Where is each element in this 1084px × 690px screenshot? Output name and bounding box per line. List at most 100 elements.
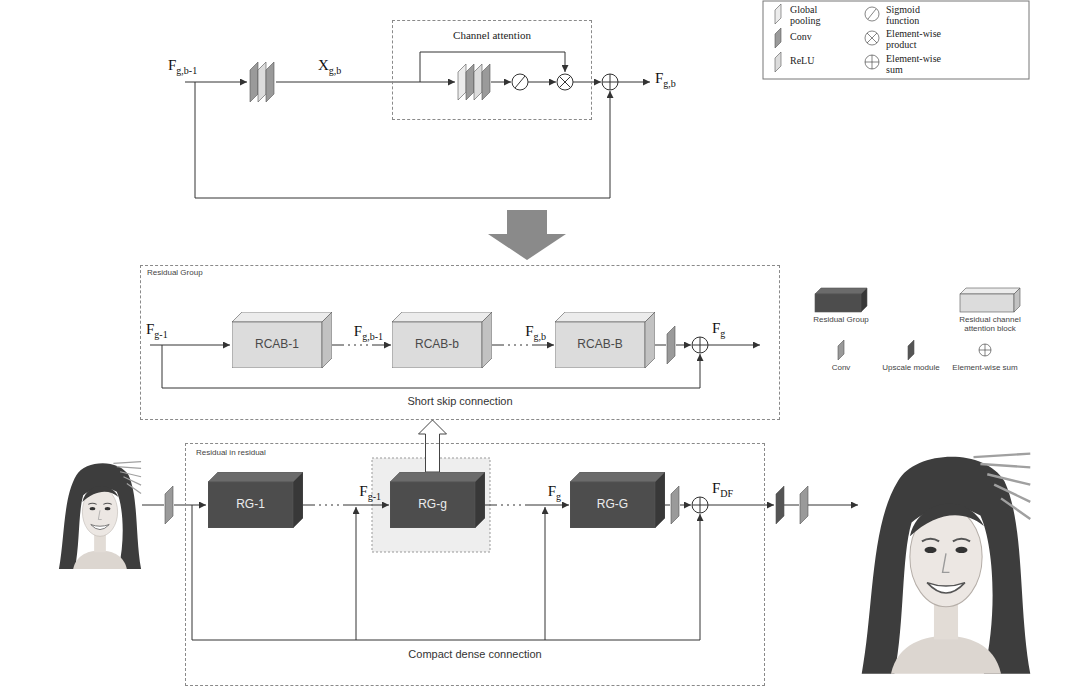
signal-wire [420, 52, 565, 82]
legend-frame [763, 1, 1029, 79]
feature-connector [303, 505, 389, 506]
block-label: RG-g [418, 498, 447, 511]
text-slot: Channel attention [393, 29, 591, 41]
signal-label: FDF [712, 481, 733, 499]
text-slot: Residual in residual [196, 449, 376, 458]
layer-plate [266, 62, 274, 102]
legend-text: Residual channel attention block [952, 316, 1028, 334]
block-label: RCAB-B [577, 338, 622, 351]
operator-symbol [512, 74, 708, 513]
layer-plate [458, 64, 466, 100]
signal-label: Fg-1 [359, 484, 381, 502]
cube-shape [475, 472, 485, 528]
symbol-subscript: g-1 [368, 491, 381, 502]
legend-slot: Element-wise sum [886, 53, 956, 75]
cube-shape [390, 482, 475, 528]
legend-slot: Conv [821, 364, 861, 373]
label-slot: FDF [712, 481, 733, 499]
signal-wire [142, 52, 858, 640]
symbol-letter: F [354, 323, 362, 339]
face-illustration [58, 460, 142, 569]
rg-highlight [372, 458, 490, 552]
legend-swatch [865, 55, 879, 69]
signal-wire [573, 82, 601, 83]
signal-wire [195, 82, 610, 198]
symbol-subscript: g,b [534, 331, 547, 342]
legend-text: Sigmoid function [886, 4, 946, 26]
group-region: Residual GroupShort skip connectionRCAB-… [140, 265, 780, 420]
legend-swatch [979, 344, 991, 356]
signal-wire [142, 505, 164, 506]
cube-shape [322, 312, 332, 368]
signal-label: Fg [712, 321, 725, 339]
symbol-subscript: g,b [663, 78, 676, 89]
legend-text: Conv [821, 364, 861, 373]
legend-swatch [960, 294, 1014, 312]
cube-shape [392, 322, 482, 368]
legend-text: Residual Group [806, 316, 876, 325]
cube-shape [645, 312, 655, 368]
cube-shape [555, 322, 645, 368]
legend-swatch [775, 52, 781, 72]
signal-label: Fg,b-1 [168, 58, 197, 76]
signal-wire [676, 345, 691, 346]
cube-shape [555, 312, 655, 322]
operator-symbol [692, 497, 708, 513]
region-title: Compact dense connection [186, 648, 764, 660]
legend-slot: Residual Group [806, 316, 876, 325]
legend-swatch [815, 294, 861, 312]
legend-swatch [867, 33, 877, 43]
symbol-letter: F [548, 483, 556, 499]
symbol-letter: F [146, 321, 154, 337]
legend-slot: Residual channel attention block [952, 316, 1028, 334]
legend-slot: ReLU [790, 55, 850, 66]
operator-symbol [512, 74, 528, 90]
symbol-letter: F [168, 57, 176, 73]
symbol-subscript: g-1 [154, 329, 167, 340]
signal-wire [665, 505, 670, 506]
symbol-subscript: g [720, 328, 725, 339]
symbol-letter: F [359, 483, 367, 499]
group-cube: RG-g [390, 472, 485, 528]
legend-slot: Upscale module [881, 364, 941, 373]
operator-symbol [602, 74, 618, 90]
block-cube: RCAB-b [392, 312, 492, 368]
legend-swatch [815, 288, 867, 294]
text-slot: RG-1 [208, 482, 293, 528]
legend-swatch [865, 55, 879, 69]
operator-symbol [559, 76, 570, 87]
legend-slot: Element-wise product [886, 28, 966, 50]
text-slot: RCAB-B [555, 322, 645, 368]
group-cube: RG-G [570, 472, 665, 528]
cube-shape [570, 472, 665, 482]
operator-symbol [692, 337, 708, 353]
label-slot: Fg,b [655, 71, 676, 89]
symbol-subscript: g,b-1 [176, 65, 197, 76]
legend-swatch [775, 4, 1020, 360]
cube-shape [482, 312, 492, 368]
cube-shape [232, 312, 332, 322]
legend-text: Upscale module [881, 364, 941, 373]
legend-slot: Global pooling [790, 4, 836, 26]
legend-swatch [838, 340, 844, 360]
legend-swatch [979, 344, 991, 356]
attention-region: Channel attention [392, 20, 592, 120]
layer-plate [482, 64, 490, 100]
signal-wire [655, 345, 666, 346]
operator-symbol [692, 337, 708, 353]
block-label: RG-G [597, 498, 628, 511]
layer-plate [776, 486, 784, 524]
legend-text: ReLU [790, 55, 850, 66]
signal-wire [545, 507, 546, 640]
zoom-arrow [419, 420, 447, 472]
layer-plate [165, 62, 808, 524]
label-slot: Fg-1 [146, 322, 168, 340]
cube-shape [232, 322, 322, 368]
face-illustration [58, 450, 1032, 674]
signal-wire [618, 82, 650, 83]
cube-shape [570, 482, 655, 528]
region-title: Residual in residual [196, 449, 376, 458]
operator-symbol [557, 74, 573, 90]
